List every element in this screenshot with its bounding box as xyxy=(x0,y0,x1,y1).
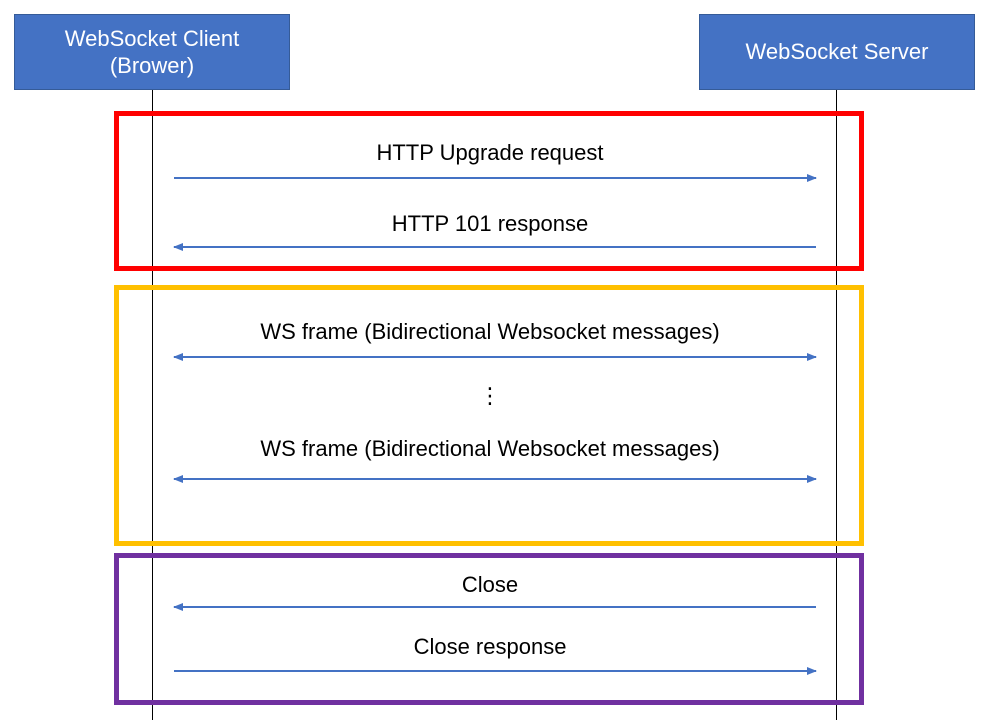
client-actor-sublabel: (Brower) xyxy=(109,53,195,78)
handshake-frame xyxy=(114,111,864,271)
server-lifeline xyxy=(836,90,837,720)
client-actor-box: WebSocket Client (Brower) xyxy=(14,14,290,90)
client-actor-label: WebSocket Client xyxy=(64,25,240,51)
ellipsis-indicator: ⋮ xyxy=(479,383,501,408)
message-label: HTTP 101 response xyxy=(391,211,589,236)
closing-frame xyxy=(114,553,864,705)
message-label: WS frame (Bidirectional Websocket messag… xyxy=(260,436,720,461)
message-label: Close xyxy=(461,572,519,597)
message-label: WS frame (Bidirectional Websocket messag… xyxy=(260,319,720,344)
message-label: HTTP Upgrade request xyxy=(376,140,604,165)
data-transfer-frame xyxy=(114,285,864,546)
message-label: Close response xyxy=(413,634,567,659)
server-actor-label: WebSocket Server xyxy=(745,39,929,65)
client-lifeline xyxy=(152,90,153,720)
server-actor-box: WebSocket Server xyxy=(699,14,975,90)
